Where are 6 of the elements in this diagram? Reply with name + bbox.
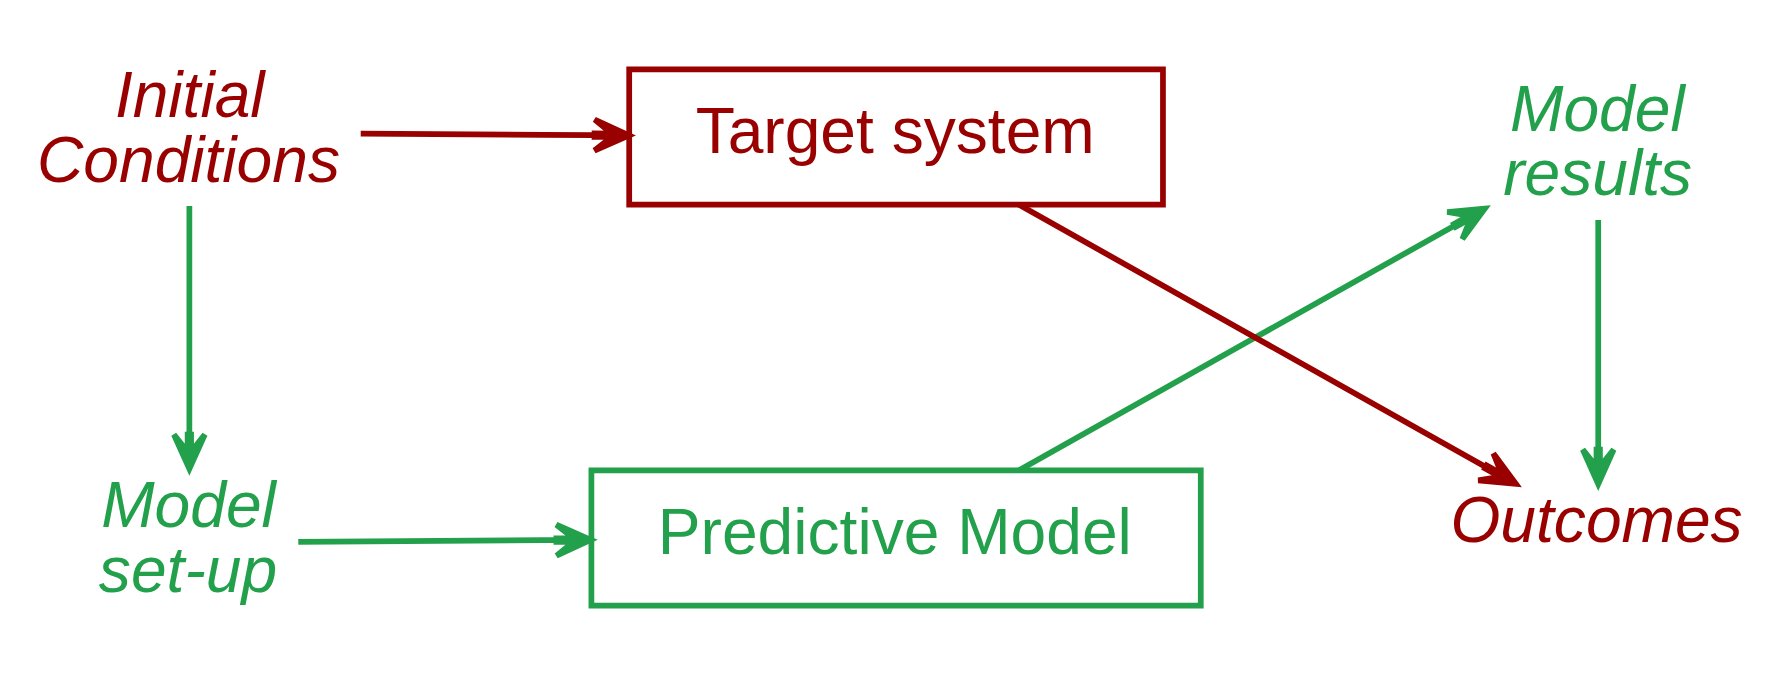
node-text: Initial Conditions	[37, 59, 341, 196]
node-box: Target system	[626, 66, 1166, 208]
node-text: Outcomes	[1450, 484, 1743, 557]
node-box: Predictive Model	[588, 467, 1204, 609]
node-text: Model results	[1503, 73, 1693, 210]
node-text: Model set-up	[98, 469, 278, 606]
